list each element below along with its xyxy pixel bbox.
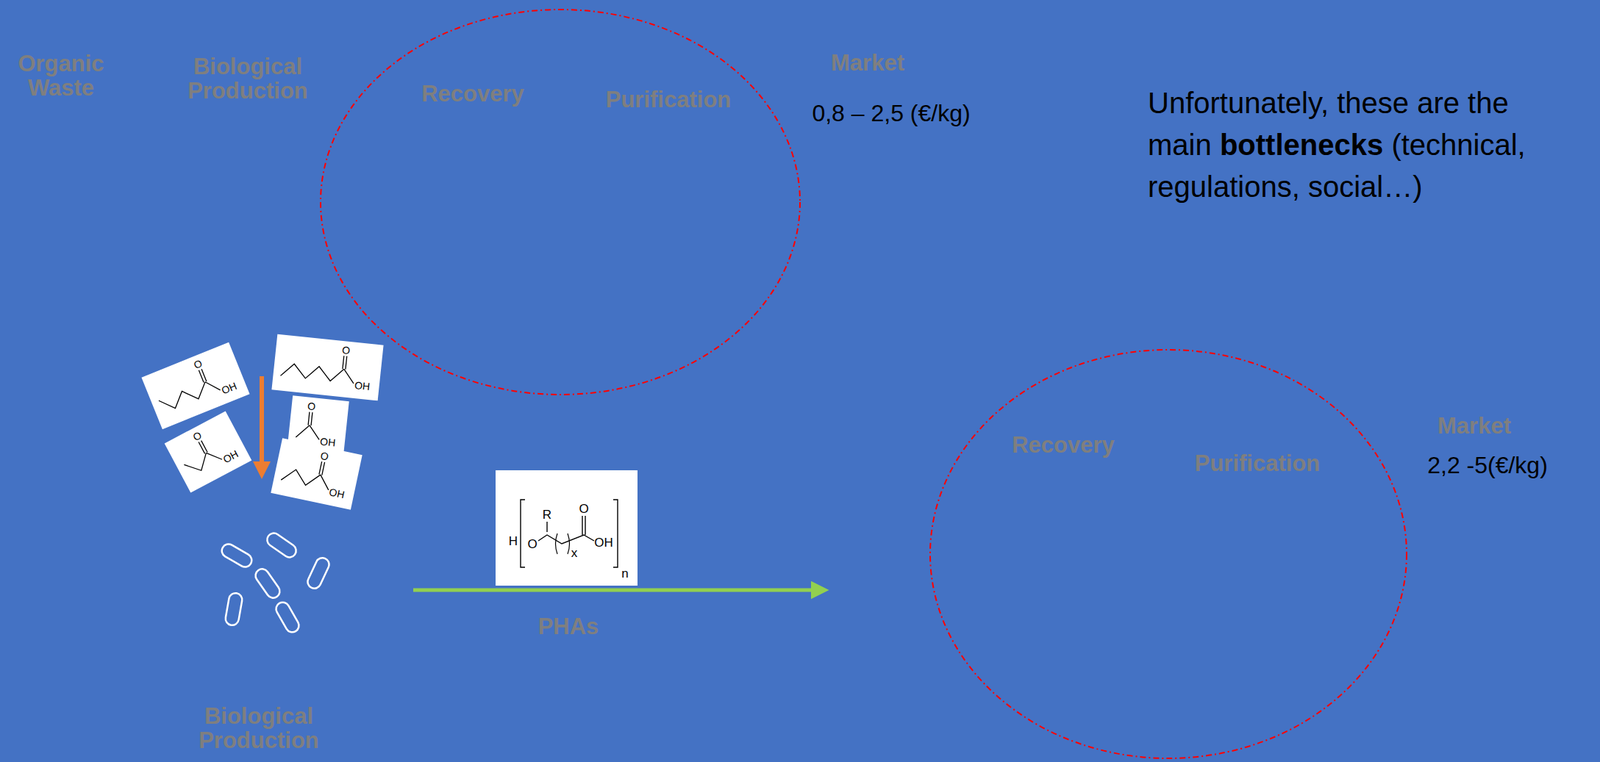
note-emphasis: bottlenecks xyxy=(1219,128,1384,162)
bacterium xyxy=(219,541,254,570)
chemical-symbol: x xyxy=(571,547,578,560)
chemical-symbol: OH xyxy=(594,536,614,550)
polymer-structure: HOROxOHn xyxy=(495,470,638,587)
ellipse-outline xyxy=(928,348,1409,761)
chemical-symbol: H xyxy=(508,535,518,548)
stage-label: Purification xyxy=(1194,452,1321,477)
stage-ellipse: Recovery Purification xyxy=(319,8,802,397)
feed-arrow xyxy=(259,376,264,471)
bacterium xyxy=(252,566,283,601)
chemical-symbol: O xyxy=(341,344,350,356)
molecule-card: O OH xyxy=(271,334,384,402)
skeletal-formula xyxy=(270,438,362,510)
stage-label: Biological Production xyxy=(170,55,325,103)
product-label: PHAs xyxy=(538,615,600,640)
stage-label: Recovery xyxy=(421,82,525,107)
stage-label: Market xyxy=(830,51,905,76)
chemical-symbol: R xyxy=(542,508,552,522)
price-range: 2,2 -5(€/kg) xyxy=(1427,452,1548,479)
structure-lines xyxy=(495,470,638,587)
chemical-symbol: O xyxy=(306,400,316,412)
bacterium xyxy=(224,592,243,627)
price-range: 0,8 – 2,5 (€/kg) xyxy=(811,100,970,127)
skeletal-formula xyxy=(164,411,253,493)
source-label: Organic Waste xyxy=(9,52,113,100)
bacteria-cells xyxy=(219,530,331,636)
chemical-symbol: O xyxy=(578,502,589,516)
stage-ellipse: RecoveryPurification xyxy=(928,348,1409,761)
molecule-card: OOH xyxy=(164,411,253,493)
ellipse-outline xyxy=(319,8,802,397)
bacterium xyxy=(264,530,299,561)
chemical-symbol: OH xyxy=(221,448,240,465)
chemical-symbol: OH xyxy=(353,380,370,392)
chemical-symbol: OH xyxy=(327,486,345,500)
stage-label: Recovery xyxy=(1011,433,1115,459)
molecule-card: O OH xyxy=(141,342,250,430)
stage-label: Purification xyxy=(605,88,732,113)
bottleneck-note: Unfortunately, these are the mainbottlen… xyxy=(1147,82,1589,209)
product-arrow xyxy=(413,588,820,593)
bacterium xyxy=(273,600,302,635)
stage-label: Biological Production xyxy=(181,705,337,753)
process-arrows xyxy=(261,376,820,591)
chemical-symbol: O xyxy=(319,450,330,463)
molecule-card: O OH xyxy=(270,438,362,510)
chemical-symbol: O xyxy=(527,538,537,551)
stage-label: Market xyxy=(1437,414,1512,439)
bacterium xyxy=(305,555,332,591)
chemical-symbol: O xyxy=(192,358,204,371)
chemical-symbol: n xyxy=(621,567,628,581)
chemical-symbol: OH xyxy=(219,380,239,397)
